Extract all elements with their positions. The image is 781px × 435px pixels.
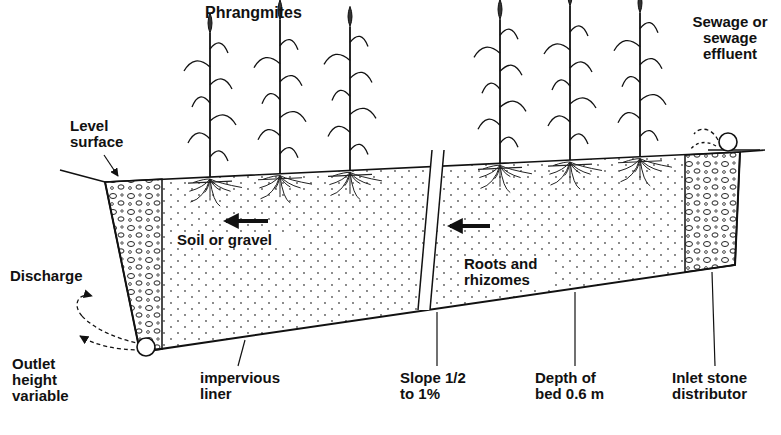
inlet-spray [690,143,716,150]
leader-line [104,155,118,176]
outlet-height-arrow [80,336,142,350]
inlet-spray [694,129,718,140]
inflow-label: Sewage or sewage effluent [683,14,777,63]
outflow-label: Discharge [10,268,100,284]
leader-line [574,292,575,366]
outlet-pipe [137,338,155,356]
break-gap [418,150,444,310]
part-label: Level surface [70,118,132,150]
reed-plant [254,0,312,203]
medium-label: Soil or gravel [175,232,299,248]
part-label: Inlet stone distributor [672,370,764,402]
inlet-gravel-bg [685,152,740,272]
leader-line [436,312,437,366]
reed-plants [184,0,672,206]
reed-plant [544,0,602,189]
dimension-label: Slope 1/2 to 1% [400,370,480,402]
reed-plant [184,13,242,206]
reed-plant [474,0,532,193]
flow-arrow [226,219,268,223]
part-label: Roots and rhizomes [462,256,550,288]
ground-surface [60,150,765,182]
reed-plant [324,6,382,199]
outlet-swivel-pipe [82,316,142,344]
inlet-pipe [719,133,737,151]
outlet-stone-zone [105,179,162,352]
outlet-gravel-bg [105,179,162,352]
break-line [430,150,444,310]
plant-name: Phrangmites [205,4,315,21]
dimension-label: Depth of bed 0.6 m [535,370,623,402]
inlet-stone-distributor [685,152,740,272]
leader-line [712,272,715,366]
part-label: impervious liner [200,370,292,402]
flow-arrow [450,224,490,228]
break-line [418,150,432,310]
note-label: Outlet height variable [12,356,82,405]
reed-plant [614,0,672,186]
leader-line [238,340,245,366]
outlet-height-arrow [77,295,92,316]
